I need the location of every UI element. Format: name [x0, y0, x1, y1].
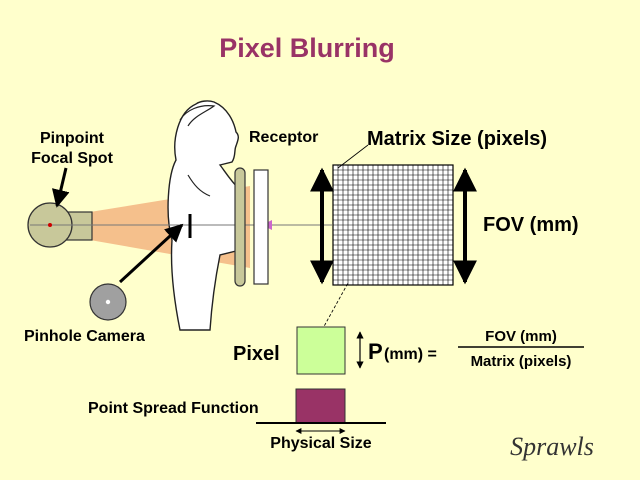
formula-p-unit: (mm) =: [384, 346, 437, 363]
pixel-leader-line: [321, 282, 349, 331]
psf-label: Point Spread Function: [88, 400, 259, 417]
patient-shoulder: [187, 174, 211, 197]
focal-spot-label-1: Pinpoint: [40, 130, 105, 147]
matrix-size-label: Matrix Size (pixels): [367, 128, 547, 150]
formula-numerator: FOV (mm): [485, 328, 557, 345]
pixel-label: Pixel: [233, 343, 280, 365]
psf-block: [295, 388, 346, 424]
patient-hair: [179, 105, 216, 127]
pinhole-camera-label: Pinhole Camera: [24, 328, 145, 345]
receptor-plate: [234, 167, 246, 287]
formula-denominator: Matrix (pixels): [471, 353, 572, 370]
receptor-screen: [253, 169, 269, 285]
patient-body: [167, 100, 241, 331]
matrix-leader-line: [337, 144, 369, 169]
fov-label: FOV (mm): [483, 214, 579, 236]
formula-p-symbol: P: [368, 339, 383, 364]
focal-spot-dot: [48, 223, 52, 227]
pixel-square: [296, 326, 346, 375]
physical-size-label: Physical Size: [270, 435, 371, 452]
receptor-label: Receptor: [249, 129, 318, 146]
focal-spot-pointer: [51, 167, 70, 208]
focal-spot-label-2: Focal Spot: [31, 150, 113, 167]
page-title: Pixel Blurring: [219, 33, 395, 63]
pixel-matrix: [332, 164, 454, 286]
pinhole-aperture: [105, 299, 111, 305]
pinhole-pointer: [118, 223, 184, 284]
author-signature: Sprawls: [510, 432, 594, 461]
